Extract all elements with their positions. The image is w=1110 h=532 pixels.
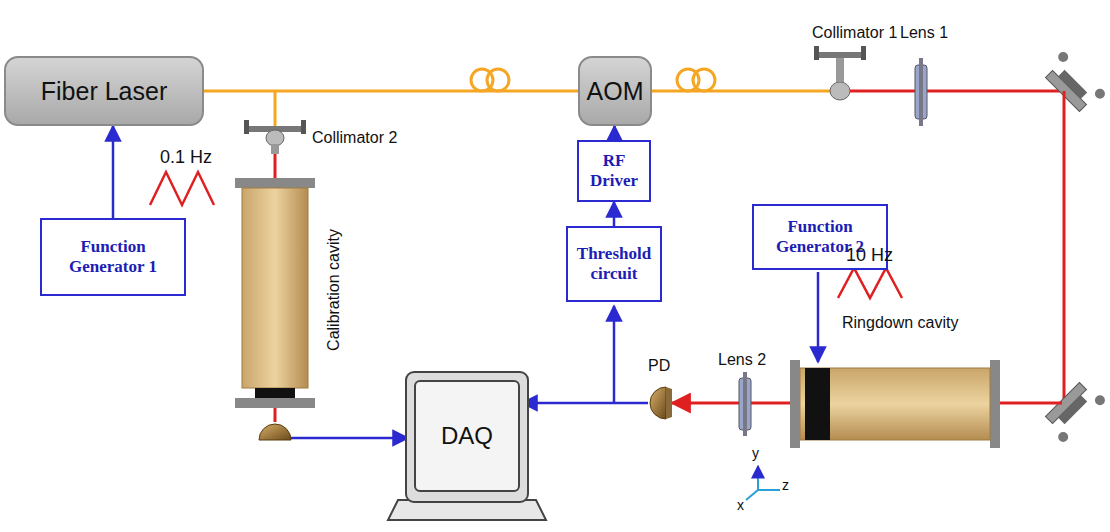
cavity-label: Calibration cavity bbox=[326, 229, 342, 351]
box-label: Function Generator 1 bbox=[48, 237, 178, 276]
box-label: AOM bbox=[587, 77, 644, 106]
generator-box: Function Generator 1 bbox=[40, 218, 186, 296]
daq-screen: DAQ bbox=[414, 380, 520, 492]
driver-box: RF Driver bbox=[577, 140, 651, 202]
part-label: PD bbox=[648, 358, 670, 374]
part-label: x bbox=[737, 498, 744, 512]
signal-arrow bbox=[613, 126, 616, 140]
part-label: Lens 1 bbox=[900, 25, 948, 41]
part-label: z bbox=[782, 478, 789, 492]
aom-box: AOM bbox=[578, 56, 652, 126]
part-label: y bbox=[752, 446, 759, 460]
box-label: Fiber Laser bbox=[41, 77, 167, 106]
threshold-box: Threshold circuit bbox=[566, 226, 662, 302]
part-label: Collimator 1 bbox=[812, 25, 897, 41]
laser-box: Fiber Laser bbox=[4, 56, 204, 126]
box-label: RF Driver bbox=[585, 151, 643, 190]
fiber-line bbox=[204, 90, 578, 93]
part-label: Ringdown cavity bbox=[842, 315, 959, 331]
part-label: Collimator 2 bbox=[312, 130, 397, 146]
part-label: 10 Hz bbox=[846, 246, 893, 264]
box-label: DAQ bbox=[441, 422, 493, 450]
signal-arrow bbox=[112, 126, 115, 218]
part-label: Lens 2 bbox=[718, 352, 766, 368]
signal-arrow bbox=[613, 202, 616, 226]
box-label: Threshold circuit bbox=[574, 244, 654, 283]
part-label: 0.1 Hz bbox=[160, 148, 212, 166]
